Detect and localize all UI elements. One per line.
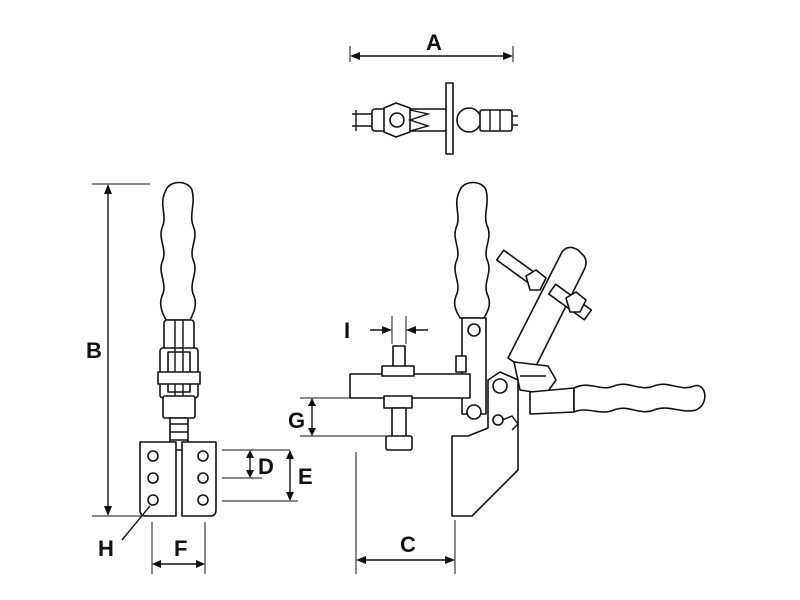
side-view: I G C bbox=[288, 181, 706, 574]
dimension-d bbox=[222, 449, 290, 479]
dimension-label-g: G bbox=[288, 408, 305, 433]
clamp-top-outline bbox=[352, 82, 518, 155]
dimension-label-c: C bbox=[400, 532, 416, 557]
dimension-i bbox=[370, 316, 428, 344]
dimension-f bbox=[151, 522, 206, 574]
handle-grip-horizontal bbox=[573, 383, 706, 413]
dimension-g bbox=[300, 397, 386, 437]
dimension-a bbox=[349, 46, 514, 62]
handle-grip bbox=[159, 181, 197, 321]
front-view: B D bbox=[86, 181, 313, 574]
open-position-arm bbox=[495, 246, 706, 415]
dimension-label-i: I bbox=[344, 318, 350, 343]
clamp-body bbox=[349, 181, 519, 517]
dimension-c bbox=[355, 452, 456, 574]
dimension-label-d: D bbox=[258, 454, 274, 479]
dimension-e bbox=[222, 450, 298, 502]
dimension-b bbox=[92, 183, 150, 517]
dimension-label-e: E bbox=[298, 464, 313, 489]
leader-h bbox=[121, 505, 151, 541]
dimension-label-f: F bbox=[174, 536, 187, 561]
dimension-label-a: A bbox=[426, 30, 442, 55]
dimension-label-b: B bbox=[86, 338, 102, 363]
handle-grip bbox=[453, 181, 491, 319]
top-view: A bbox=[349, 30, 518, 155]
base-plate bbox=[139, 441, 217, 517]
dimension-label-h: H bbox=[98, 536, 114, 561]
